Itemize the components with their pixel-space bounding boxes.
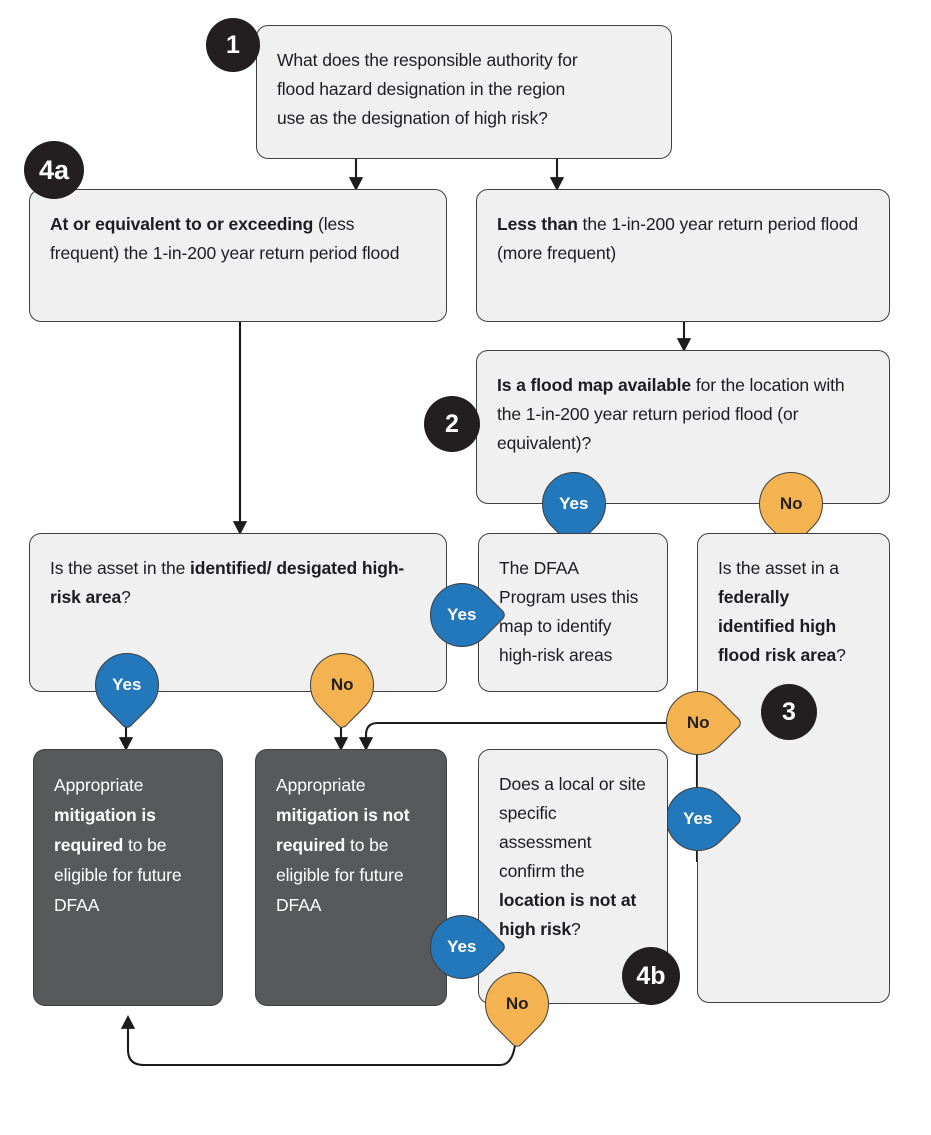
node-q4b-suffix: ? [571,919,581,939]
edge-q3-no-to-mitigation-not-required [358,721,668,751]
badge-q4b-no-label: No [505,993,529,1013]
step-badge-1-label: 1 [226,30,240,59]
node-at-or-exceeding: At or equivalent to or exceeding (less f… [29,189,447,322]
node-mit-not-bold: mitigation is not required [276,805,410,855]
node-less-than: Less than the 1-in-200 year return perio… [476,189,890,322]
node-question-2-flood-map: Is a flood map available for the locatio… [476,350,890,504]
node-q3-prefix: Is the asset in a [718,558,839,578]
badge-q2-yes-label: Yes [559,494,589,513]
node-question-3-text: Is the asset in a federally identified h… [698,534,889,670]
step-badge-4a-label: 4a [38,154,70,185]
node-mit-req-suffix: to be eligible for future DFAA [54,835,182,915]
badge-q4b-yes-label: Yes [447,937,477,956]
node-less-than-bold: Less than [497,214,578,234]
badge-identified-no-label: No [330,674,354,694]
node-question-identified-area-text: Is the asset in the identified/ desigate… [30,534,446,612]
step-badge-4a: 4a [24,141,84,199]
step-badge-1: 1 [206,18,260,72]
node-less-than-rest: the 1-in-200 year return period flood (m… [497,214,859,263]
node-mitigation-not-required-text: Appropriate mitigation is not required t… [256,750,446,920]
node-identified-bold: identified/ desigated high-risk area [50,558,405,607]
node-question-2-rest: for the location with the 1-in-200 year … [497,375,845,453]
node-q4b-bold: location is not at high risk [499,890,637,939]
node-at-or-exceeding-rest: (less frequent) the 1-in-200 year return… [50,214,400,263]
badge-identified-yes-label: Yes [112,675,142,694]
step-badge-2-label: 2 [445,409,459,438]
node-question-3-federal-area: Is the asset in a federally identified h… [697,533,890,1003]
step-badge-4b-label: 4b [636,961,666,990]
node-question-1-text: What does the responsible authority for … [277,50,578,128]
step-badge-2: 2 [424,396,480,452]
step-badge-4b: 4b [622,947,680,1005]
node-mit-req-prefix: Appropriate [54,775,144,795]
node-q3-bold: federally identified high flood risk are… [718,587,837,665]
node-q4b-prefix: Does a local or site specific assessment… [499,774,646,881]
node-identified-prefix: Is the asset in the [50,558,191,578]
badge-map-to-area-yes-label: Yes [447,605,477,624]
node-mitigation-required: Appropriate mitigation is required to be… [33,749,223,1006]
badge-q3-yes-label: Yes [683,809,713,828]
node-q3-suffix: ? [836,645,846,665]
node-question-identified-area: Is the asset in the identified/ desigate… [29,533,447,692]
step-badge-3-label: 3 [782,697,796,726]
node-question-1: What does the responsible authority for … [256,25,672,159]
step-badge-3: 3 [761,684,817,740]
node-question-2-text: Is a flood map available for the locatio… [477,351,889,458]
node-mitigation-required-text: Appropriate mitigation is required to be… [34,750,222,920]
node-question-2-bold: Is a flood map available [497,375,692,395]
node-dfaa-uses-map: The DFAA Program uses this map to identi… [478,533,668,692]
node-at-or-exceeding-bold: At or equivalent to or exceeding [50,214,314,234]
node-identified-suffix: ? [121,587,131,607]
node-mit-not-prefix: Appropriate [276,775,366,795]
node-less-than-text: Less than the 1-in-200 year return perio… [477,190,889,268]
node-mit-req-bold: mitigation is required [54,805,156,855]
edge-q4b-no-to-mitigation-required [120,1015,518,1067]
node-at-or-exceeding-text: At or equivalent to or exceeding (less f… [30,190,446,268]
node-mitigation-not-required: Appropriate mitigation is not required t… [255,749,447,1006]
badge-q2-no-label: No [779,493,803,513]
node-question-4b-text: Does a local or site specific assessment… [479,750,667,944]
badge-q3-no-label: No [686,713,710,733]
node-dfaa-uses-map-text: The DFAA Program uses this map to identi… [499,558,639,665]
node-mit-not-suffix: to be eligible for future DFAA [276,835,404,915]
